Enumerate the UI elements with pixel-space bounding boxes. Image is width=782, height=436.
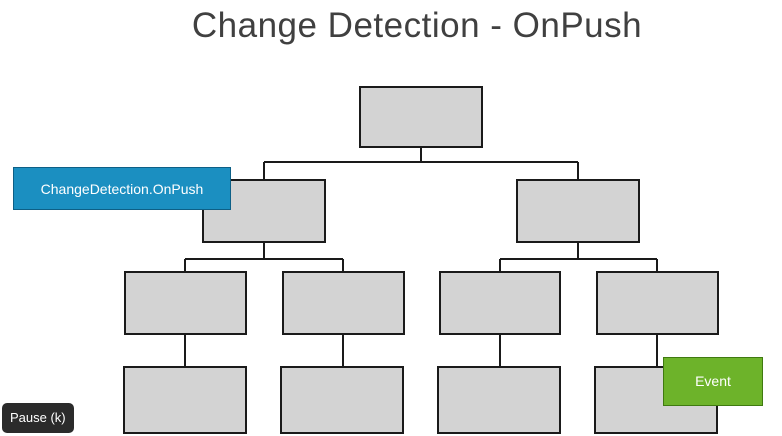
node-grandchild-3	[439, 271, 561, 335]
node-right-child	[516, 179, 640, 243]
node-grandchild-1	[124, 271, 247, 335]
pause-button[interactable]: Pause (k)	[2, 403, 74, 433]
event-callout: Event	[663, 357, 763, 406]
node-leaf-2	[280, 366, 404, 434]
slide-title: Change Detection - OnPush	[191, 6, 643, 45]
node-grandchild-2	[282, 271, 405, 335]
onpush-callout: ChangeDetection.OnPush	[13, 167, 231, 210]
node-leaf-1	[123, 366, 247, 434]
tree-nodes	[123, 86, 719, 434]
node-grandchild-4	[596, 271, 719, 335]
node-leaf-3	[437, 366, 561, 434]
node-root	[359, 86, 483, 148]
tree-edges	[184, 147, 658, 367]
